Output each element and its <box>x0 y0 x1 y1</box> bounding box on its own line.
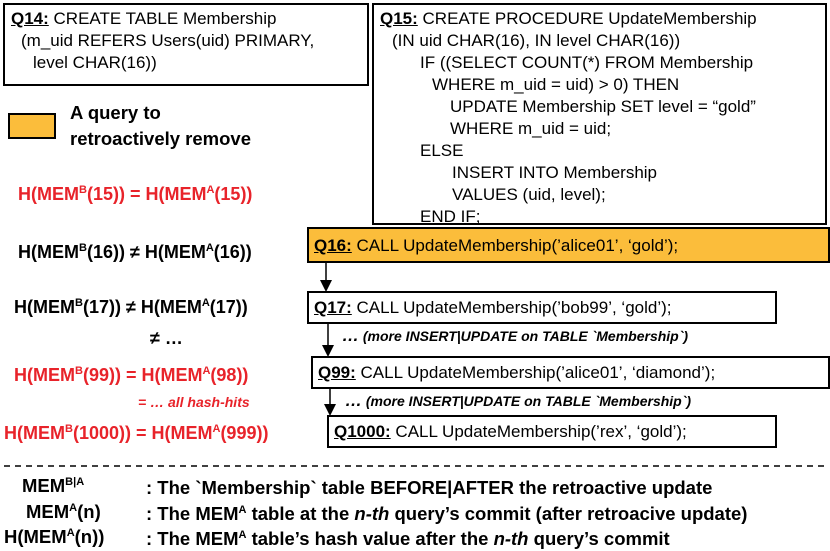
legend-row-1: MEMB|A <box>22 475 85 496</box>
all-hash-hits: = … all hash-hits <box>138 394 250 410</box>
more-ops-1: … (more INSERT|UPDATE on TABLE `Membersh… <box>342 326 689 345</box>
q16-box: Q16: CALL UpdateMembership(’alice01’, ‘g… <box>307 227 830 263</box>
q15-line8: INSERT INTO Membership <box>452 163 658 182</box>
q17-id: Q17: <box>314 298 352 317</box>
q14-line3: level CHAR(16)) <box>33 53 157 72</box>
q15-box: Q15: CREATE PROCEDURE UpdateMembership (… <box>372 3 827 226</box>
key-line1: A query to <box>70 102 161 123</box>
highlight-key-label: A query to retroactively remove <box>70 100 251 152</box>
hash-99: H(MEMB(99)) = H(MEMA(98)) <box>14 365 249 385</box>
legend-row-2-desc: : The MEMA table at the n-th query’s com… <box>146 503 748 524</box>
q15-line10: END IF; <box>420 207 481 226</box>
hash-15: H(MEMB(15)) = H(MEMA(15)) <box>18 184 253 204</box>
q14-line2: (m_uid REFERS Users(uid) PRIMARY, <box>21 31 315 50</box>
q15-line7: ELSE <box>420 141 464 160</box>
highlight-swatch <box>8 113 56 139</box>
key-line2: retroactively remove <box>70 128 251 149</box>
q14-box: Q14: CREATE TABLE Membership (m_uid REFE… <box>3 3 369 86</box>
q15-line9: VALUES (uid, level); <box>452 185 606 204</box>
q14-line1: CREATE TABLE Membership <box>48 9 277 28</box>
q17-box: Q17: CALL UpdateMembership(’bob99’, ‘gol… <box>307 291 777 324</box>
q15-line5: UPDATE Membership SET level = “gold” <box>450 97 756 116</box>
neq-more: ≠ … <box>150 328 183 348</box>
q16-text: CALL UpdateMembership(’alice01’, ‘gold’)… <box>351 236 679 255</box>
q17-text: CALL UpdateMembership(’bob99’, ‘gold’); <box>351 298 672 317</box>
q99-id: Q99: <box>318 363 356 382</box>
legend-row-1-desc: : The `Membership` table BEFORE|AFTER th… <box>146 477 713 498</box>
q14-id: Q14: <box>11 9 49 28</box>
legend-row-2: MEMA(n) <box>26 501 101 522</box>
q99-text: CALL UpdateMembership(’alice01’, ‘diamon… <box>355 363 716 382</box>
q15-id: Q15: <box>380 9 418 28</box>
q1000-box: Q1000: CALL UpdateMembership(’rex’, ‘gol… <box>327 415 777 448</box>
hash-1000: H(MEMB(1000)) = H(MEMA(999)) <box>4 423 269 443</box>
q16-id: Q16: <box>314 236 352 255</box>
q1000-id: Q1000: <box>334 422 391 441</box>
legend-row-3: H(MEMA(n)) <box>4 526 105 547</box>
q1000-text: CALL UpdateMembership(’rex’, ‘gold’); <box>390 422 687 441</box>
legend-row-3-desc: : The MEMA table’s hash value after the … <box>146 528 670 549</box>
more-ops-2: … (more INSERT|UPDATE on TABLE `Membersh… <box>345 391 692 410</box>
hash-16: H(MEMB(16)) ≠ H(MEMA(16)) <box>18 242 252 262</box>
hash-17: H(MEMB(17)) ≠ H(MEMA(17)) <box>14 297 248 317</box>
q15-line4: WHERE m_uid = uid) > 0) THEN <box>432 75 680 94</box>
q15-line6: WHERE m_uid = uid; <box>450 119 612 138</box>
q15-line3: IF ((SELECT COUNT(*) FROM Membership <box>420 53 754 72</box>
q15-line1: CREATE PROCEDURE UpdateMembership <box>417 9 757 28</box>
q15-line2: (IN uid CHAR(16), IN level CHAR(16)) <box>392 31 681 50</box>
q99-box: Q99: CALL UpdateMembership(’alice01’, ‘d… <box>311 356 830 389</box>
